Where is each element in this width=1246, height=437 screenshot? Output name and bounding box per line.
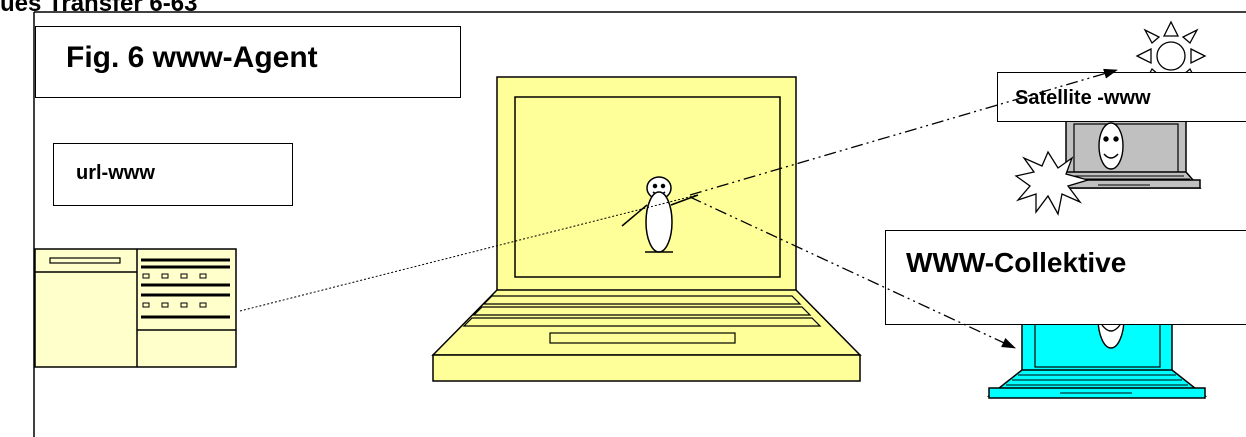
document-to-agent-link	[239, 194, 698, 312]
stick-figure-agent-icon	[621, 176, 699, 253]
agent-to-satellite-arrow	[689, 68, 1118, 196]
figure-title: Fig. 6 www-Agent	[35, 26, 461, 98]
collective-label: WWW-Collektive	[885, 230, 1246, 325]
smiley-face-icon	[1098, 122, 1124, 170]
agent-to-collective-arrow	[689, 196, 1016, 349]
explosion-icon	[1014, 150, 1091, 216]
satellite-label: Satellite -www	[997, 72, 1246, 122]
satellite-laptop-icon	[1050, 119, 1202, 189]
document-form-icon	[34, 248, 237, 368]
url-label: url-www	[53, 143, 293, 206]
